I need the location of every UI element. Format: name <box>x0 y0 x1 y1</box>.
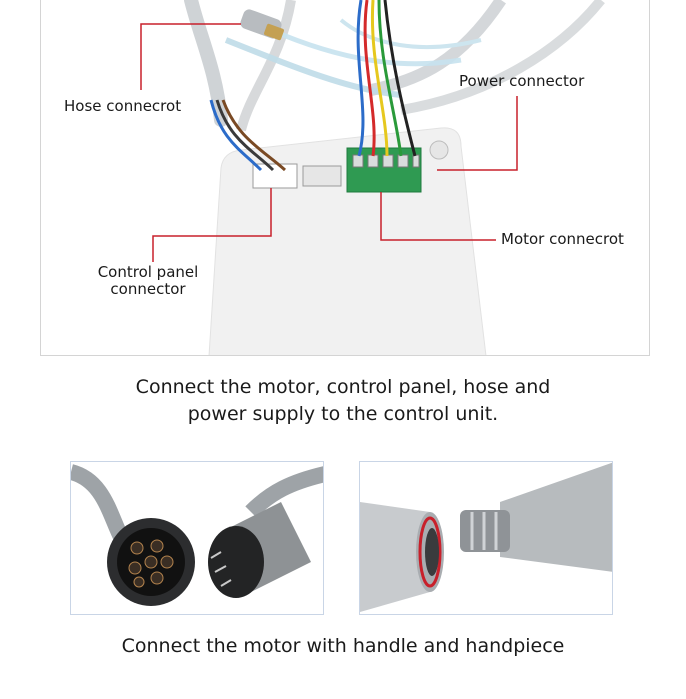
motor-callout-line <box>380 192 496 241</box>
connect-unit-caption-text: Connect the motor, control panel, hose a… <box>135 376 551 425</box>
control-label-line2: connector <box>110 280 186 298</box>
motor-connector-label: Motor connecrot <box>501 230 624 248</box>
control-unit-photo <box>40 0 650 356</box>
handpiece-connector-photo <box>359 461 613 615</box>
motor-plug-illustration <box>71 464 323 606</box>
control-label-line1: Control panel <box>97 263 199 281</box>
power-callout-line <box>437 96 518 171</box>
connect-unit-caption: Connect the motor, control panel, hose a… <box>0 374 686 428</box>
connect-handpiece-caption: Connect the motor with handle and handpi… <box>121 635 565 657</box>
hose-callout-line <box>140 23 241 90</box>
control-unit-illustration <box>140 0 605 355</box>
control-panel-connector-label: Control panel connector <box>86 264 210 298</box>
control-callout-line <box>152 188 272 262</box>
motor-connector-photo <box>70 461 324 615</box>
handpiece-illustration <box>360 462 612 612</box>
hose-connector-label: Hose connecrot <box>64 97 182 115</box>
power-connector-label: Power connector <box>459 72 585 90</box>
